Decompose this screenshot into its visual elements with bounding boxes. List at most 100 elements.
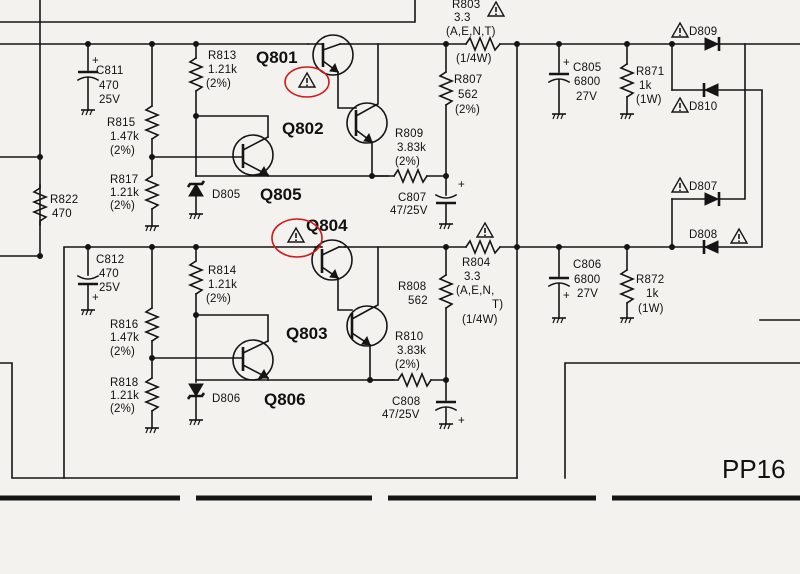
r807-value: 562 xyxy=(458,89,478,101)
r871-value: 1k xyxy=(639,80,652,92)
capacitor-c811: + C811 470 25V xyxy=(76,43,123,116)
diode-d810: D810 xyxy=(671,83,719,113)
r872-ref: R872 xyxy=(636,274,664,286)
c805-voltage: 27V xyxy=(576,91,597,103)
resistor-r818: R818 1.21k (2%) xyxy=(110,376,161,434)
r813-ref: R813 xyxy=(208,50,236,62)
capacitor-c812: + C812 470 25V xyxy=(76,246,124,316)
c807-value: 47/25V xyxy=(390,205,428,217)
diode-bridge xyxy=(669,43,763,250)
q802-label: Q802 xyxy=(282,119,324,138)
q803-label: Q803 xyxy=(286,324,328,343)
r822-ref: R822 xyxy=(50,194,78,206)
r817-value: 1.21k xyxy=(110,187,139,199)
transistor-q802: Q802 xyxy=(282,43,389,177)
r810-ref: R810 xyxy=(395,331,423,343)
r804-value: 3.3 xyxy=(464,271,481,283)
r814-tol: (2%) xyxy=(206,293,231,305)
q801-label: Q801 xyxy=(256,48,298,67)
r871-power: (1W) xyxy=(636,94,662,106)
d805-ref: D805 xyxy=(212,189,240,201)
upper-rail xyxy=(0,41,800,47)
r822-value: 470 xyxy=(52,208,72,220)
svg-text:+: + xyxy=(92,55,99,67)
r813-tol: (2%) xyxy=(206,78,231,90)
resistor-r813: R813 1.21k (2%) xyxy=(187,43,237,177)
capacitor-c806: + C806 6800 27V xyxy=(547,246,601,324)
c805-ref: C805 xyxy=(573,62,601,74)
r810-value: 3.83k xyxy=(397,345,426,357)
r817-ref: R817 xyxy=(110,174,138,186)
r872-value: 1k xyxy=(646,288,659,300)
resistor-r804: R804 3.3 (A,E,N, T) (1/4W) xyxy=(456,222,503,326)
c806-voltage: 27V xyxy=(577,288,598,300)
transistor-q803: Q803 xyxy=(286,246,395,381)
capacitor-c805: + C805 6800 27V xyxy=(547,43,601,120)
transistor-q801: Q801 xyxy=(256,34,357,109)
svg-text:+: + xyxy=(563,290,570,302)
r807-tol: (2%) xyxy=(455,104,480,116)
r803-class: (A,E,N,T) xyxy=(446,26,496,38)
resistor-r803: R803 3.3 (A,E,N,T) (1/4W) xyxy=(446,0,505,65)
c808-ref: C808 xyxy=(392,396,420,408)
c812-value: 470 xyxy=(99,268,119,280)
resistor-r817: R817 1.21k (2%) xyxy=(110,174,161,232)
resistor-r816: R816 1.47k (2%) xyxy=(110,246,161,379)
q806-label: Q806 xyxy=(264,390,306,409)
zener-d805: D805 xyxy=(186,180,240,220)
d810-ref: D810 xyxy=(689,101,717,113)
c808-value: 47/25V xyxy=(382,409,420,421)
capacitor-c808: + C808 47/25V xyxy=(382,396,465,430)
r803-ref: R803 xyxy=(452,0,480,11)
svg-text:+: + xyxy=(458,415,465,427)
resistor-r872: R872 1k (1W) xyxy=(618,246,664,324)
r818-value: 1.21k xyxy=(110,390,139,402)
r815-value: 1.47k xyxy=(110,131,139,143)
diode-d808: D808 xyxy=(689,228,748,254)
c805-value: 6800 xyxy=(574,76,600,88)
r807-ref: R807 xyxy=(454,74,482,86)
capacitor-c807: + C807 47/25V xyxy=(390,179,465,230)
resistor-r871: R871 1k (1W) xyxy=(618,43,664,120)
svg-text:+: + xyxy=(92,292,99,304)
c812-voltage: 25V xyxy=(99,282,120,294)
r804-class-cont: T) xyxy=(492,299,503,311)
d809-ref: D809 xyxy=(689,26,717,38)
r809-value: 3.83k xyxy=(397,142,426,154)
c806-value: 6800 xyxy=(574,274,600,286)
r803-value: 3.3 xyxy=(454,12,471,24)
r816-tol: (2%) xyxy=(110,346,135,358)
resistor-r808: R808 562 xyxy=(398,246,455,401)
resistor-r815: R815 1.47k (2%) xyxy=(107,43,161,177)
svg-text:+: + xyxy=(563,57,570,69)
r804-power: (1/4W) xyxy=(462,314,498,326)
d806-ref: D806 xyxy=(212,393,240,405)
q805-label: Q805 xyxy=(260,185,302,204)
c807-ref: C807 xyxy=(398,192,426,204)
outer-frame xyxy=(0,0,800,479)
warning-highlight-q801 xyxy=(284,66,330,98)
c811-voltage: 25V xyxy=(99,94,120,106)
board-label: PP16 xyxy=(722,454,786,484)
svg-text:+: + xyxy=(458,179,465,191)
r808-value: 562 xyxy=(408,295,428,307)
c811-value: 470 xyxy=(99,80,119,92)
r804-class: (A,E,N, xyxy=(456,285,494,297)
resistor-r822: R822 470 xyxy=(31,154,78,259)
r817-tol: (2%) xyxy=(110,200,135,212)
r810-tol: (2%) xyxy=(395,359,420,371)
resistor-r810: R810 3.83k (2%) xyxy=(267,331,449,389)
warning-highlight-q804 xyxy=(271,218,323,258)
c806-ref: C806 xyxy=(573,259,601,271)
r808-ref: R808 xyxy=(398,281,426,293)
r803-power: (1/4W) xyxy=(456,53,492,65)
r871-ref: R871 xyxy=(636,66,664,78)
r809-ref: R809 xyxy=(395,128,423,140)
r814-value: 1.21k xyxy=(208,279,237,291)
r804-ref: R804 xyxy=(462,257,491,269)
q804-label: Q804 xyxy=(306,216,348,235)
c812-ref: C812 xyxy=(96,254,124,266)
transistor-q804: Q804 xyxy=(306,216,353,311)
resistor-r807: R807 562 (2%) xyxy=(437,43,482,196)
